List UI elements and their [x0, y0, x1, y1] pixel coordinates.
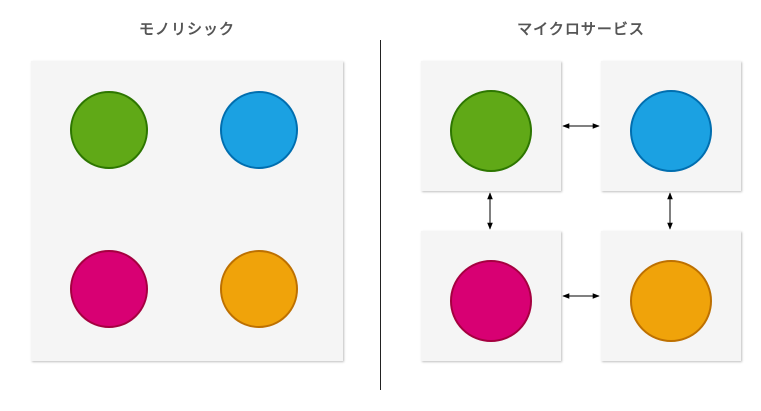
microservices-title: マイクロサービス — [517, 20, 645, 38]
monolith-orange-service-icon — [220, 250, 298, 328]
microservice-orange-container — [601, 231, 741, 361]
microservice-blue-container — [601, 61, 741, 191]
monolith-green-service-icon — [70, 91, 148, 169]
microservice-blue-service-icon — [630, 90, 712, 172]
monolith-title: モノリシック — [138, 20, 235, 38]
monolith-blue-service-icon — [220, 91, 298, 169]
monolith-container — [31, 61, 343, 361]
microservice-pink-container — [421, 231, 561, 361]
section-divider — [380, 40, 381, 390]
monolith-pink-service-icon — [70, 250, 148, 328]
microservice-orange-service-icon — [630, 260, 712, 342]
microservice-green-container — [421, 61, 561, 191]
microservice-pink-service-icon — [450, 260, 532, 342]
microservice-green-service-icon — [450, 90, 532, 172]
